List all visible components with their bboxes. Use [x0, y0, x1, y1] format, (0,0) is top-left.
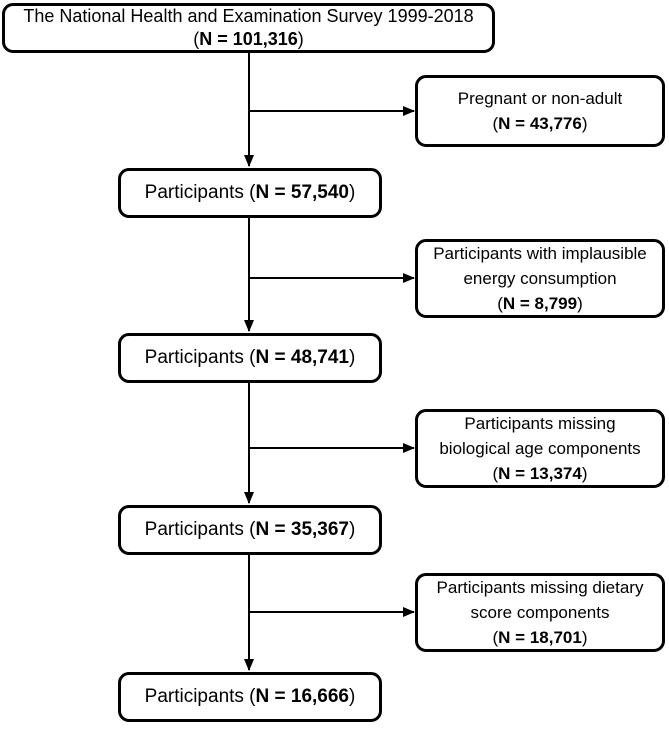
participants-box-3: Participants (N = 35,367) [118, 505, 382, 555]
paren-open: ( [492, 114, 499, 133]
n-value: N = 8,799 [502, 294, 578, 313]
label-text: Participants ( [144, 182, 256, 203]
paren-close: ) [349, 182, 356, 203]
participants-label: Participants (N = 35,367) [145, 519, 356, 541]
participants-label: Participants (N = 16,666) [145, 686, 356, 708]
label-text: Participants ( [144, 686, 256, 707]
n-value: N = 57,540 [255, 182, 350, 203]
participants-box-4: Participants (N = 16,666) [118, 672, 382, 722]
label-text: Participants ( [144, 347, 256, 368]
participants-label: Participants (N = 48,741) [145, 347, 356, 369]
exclusion-box-missing-bioage: Participants missing biological age comp… [415, 409, 665, 488]
exclusion-text-line: Participants with implausible [433, 244, 647, 263]
exclusion-n: (N = 13,374) [493, 461, 588, 486]
label-text: Participants ( [144, 519, 256, 540]
exclusion-box-pregnant-nonadult: Pregnant or non-adult (N = 43,776) [415, 75, 665, 147]
paren-open: ( [492, 628, 499, 647]
participants-box-1: Participants (N = 57,540) [118, 168, 382, 218]
source-n: (N = 101,316) [193, 28, 304, 51]
paren-close: ) [349, 519, 356, 540]
paren-close: ) [297, 29, 304, 49]
n-value: N = 35,367 [255, 519, 350, 540]
n-value: N = 13,374 [498, 464, 582, 483]
n-value: N = 16,666 [255, 686, 350, 707]
exclusion-text-line: energy consumption [463, 269, 617, 288]
paren-close: ) [581, 114, 588, 133]
source-population-box: The National Health and Examination Surv… [2, 3, 495, 53]
paren-close: ) [349, 347, 356, 368]
exclusion-box-missing-dietary: Participants missing dietary score compo… [415, 573, 665, 652]
exclusion-n: (N = 18,701) [493, 625, 588, 650]
exclusion-text-line: biological age components [439, 439, 641, 458]
paren-close: ) [581, 628, 588, 647]
n-value: N = 43,776 [498, 114, 582, 133]
paren-close: ) [577, 294, 583, 313]
paren-close: ) [581, 464, 588, 483]
exclusion-n: (N = 8,799) [497, 291, 583, 316]
n-value: N = 18,701 [498, 628, 582, 647]
paren-open: ( [497, 294, 503, 313]
paren-open: ( [492, 464, 499, 483]
exclusion-n: (N = 43,776) [493, 111, 588, 136]
participants-box-2: Participants (N = 48,741) [118, 333, 382, 383]
paren-open: ( [193, 29, 200, 49]
exclusion-text-line: Pregnant or non-adult [457, 89, 623, 108]
participants-label: Participants (N = 57,540) [145, 182, 356, 204]
n-value: N = 48,741 [255, 347, 350, 368]
exclusion-box-implausible-energy: Participants with implausible energy con… [415, 239, 665, 318]
paren-close: ) [349, 686, 356, 707]
exclusion-text-line: score components [470, 603, 610, 622]
n-value: N = 101,316 [199, 29, 298, 49]
exclusion-text-line: Participants missing [464, 414, 616, 433]
source-title: The National Health and Examination Surv… [23, 6, 474, 26]
exclusion-text-line: Participants missing dietary [436, 578, 644, 597]
